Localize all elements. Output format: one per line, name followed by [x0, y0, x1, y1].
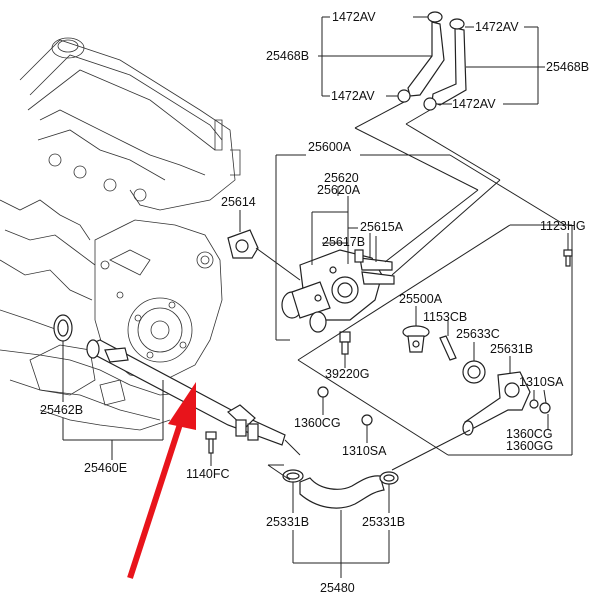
- clamp-25331b-right: [379, 471, 399, 485]
- label-25480: 25480: [320, 581, 355, 595]
- label-1472av-c: 1472AV: [331, 89, 375, 103]
- gasket-25633c: [462, 360, 486, 384]
- nut-1310sa-mid: [361, 414, 373, 426]
- label-25614: 25614: [221, 195, 256, 209]
- label-25331b-left: 25331B: [266, 515, 309, 529]
- label-25460e: 25460E: [84, 461, 127, 475]
- bolt-1360cg-right: [529, 399, 539, 409]
- label-1123hg: 1123HG: [540, 219, 586, 233]
- stud-1153cb: [439, 335, 457, 361]
- callout-labels: 1472AV 1472AV 1472AV 1472AV 25468B 25468…: [40, 10, 589, 595]
- label-25620a: 25620A: [317, 183, 361, 197]
- water-pipe-25460e: [86, 339, 286, 446]
- label-25600a: 25600A: [308, 140, 352, 154]
- hose-25468b-right: [423, 18, 467, 111]
- label-25331b-right: 25331B: [362, 515, 405, 529]
- fitting-25631b: [462, 371, 531, 436]
- label-25631b: 25631B: [490, 342, 533, 356]
- hose-25480: [299, 475, 385, 509]
- label-1360cg-right: 1360CG: [506, 427, 553, 441]
- gasket-25614: [227, 229, 259, 259]
- engine-block-illustration: [0, 37, 241, 431]
- nut-1310sa-right: [539, 402, 551, 414]
- label-1310sa-mid: 1310SA: [342, 444, 387, 458]
- label-1472av-a: 1472AV: [332, 10, 376, 24]
- label-1360cg-mid: 1360CG: [294, 416, 341, 430]
- bolt-1140fc: [205, 431, 217, 454]
- label-25468b-left: 25468B: [266, 49, 309, 63]
- bolt-1123hg: [563, 249, 573, 267]
- temp-sensor-39220g: [339, 331, 351, 355]
- leader-lines: [62, 16, 573, 578]
- label-39220g: 39220G: [325, 367, 369, 381]
- thermostat-25500a: [402, 325, 430, 353]
- hose-25468b-left: [397, 11, 445, 103]
- thermostat-housing-25600a: [281, 249, 395, 333]
- label-25468b-right: 25468B: [546, 60, 589, 74]
- clamp-25331b-left: [282, 469, 304, 483]
- bolt-1360cg-mid: [317, 386, 329, 398]
- label-25500a: 25500A: [399, 292, 443, 306]
- label-25633c: 25633C: [456, 327, 500, 341]
- label-1140fc: 1140FC: [186, 467, 230, 481]
- label-25620: 25620: [324, 171, 359, 185]
- label-1360gg: 1360GG: [506, 439, 553, 453]
- label-25617b: 25617B: [322, 235, 365, 249]
- red-pointer-arrow: [127, 382, 196, 579]
- label-1310sa-right: 1310SA: [519, 375, 564, 389]
- label-1472av-d: 1472AV: [452, 97, 496, 111]
- label-25615a: 25615A: [360, 220, 404, 234]
- label-1472av-b: 1472AV: [475, 20, 519, 34]
- label-25462b: 25462B: [40, 403, 83, 417]
- oil-seal-25462b: [53, 314, 73, 342]
- label-1153cb: 1153CB: [423, 310, 467, 324]
